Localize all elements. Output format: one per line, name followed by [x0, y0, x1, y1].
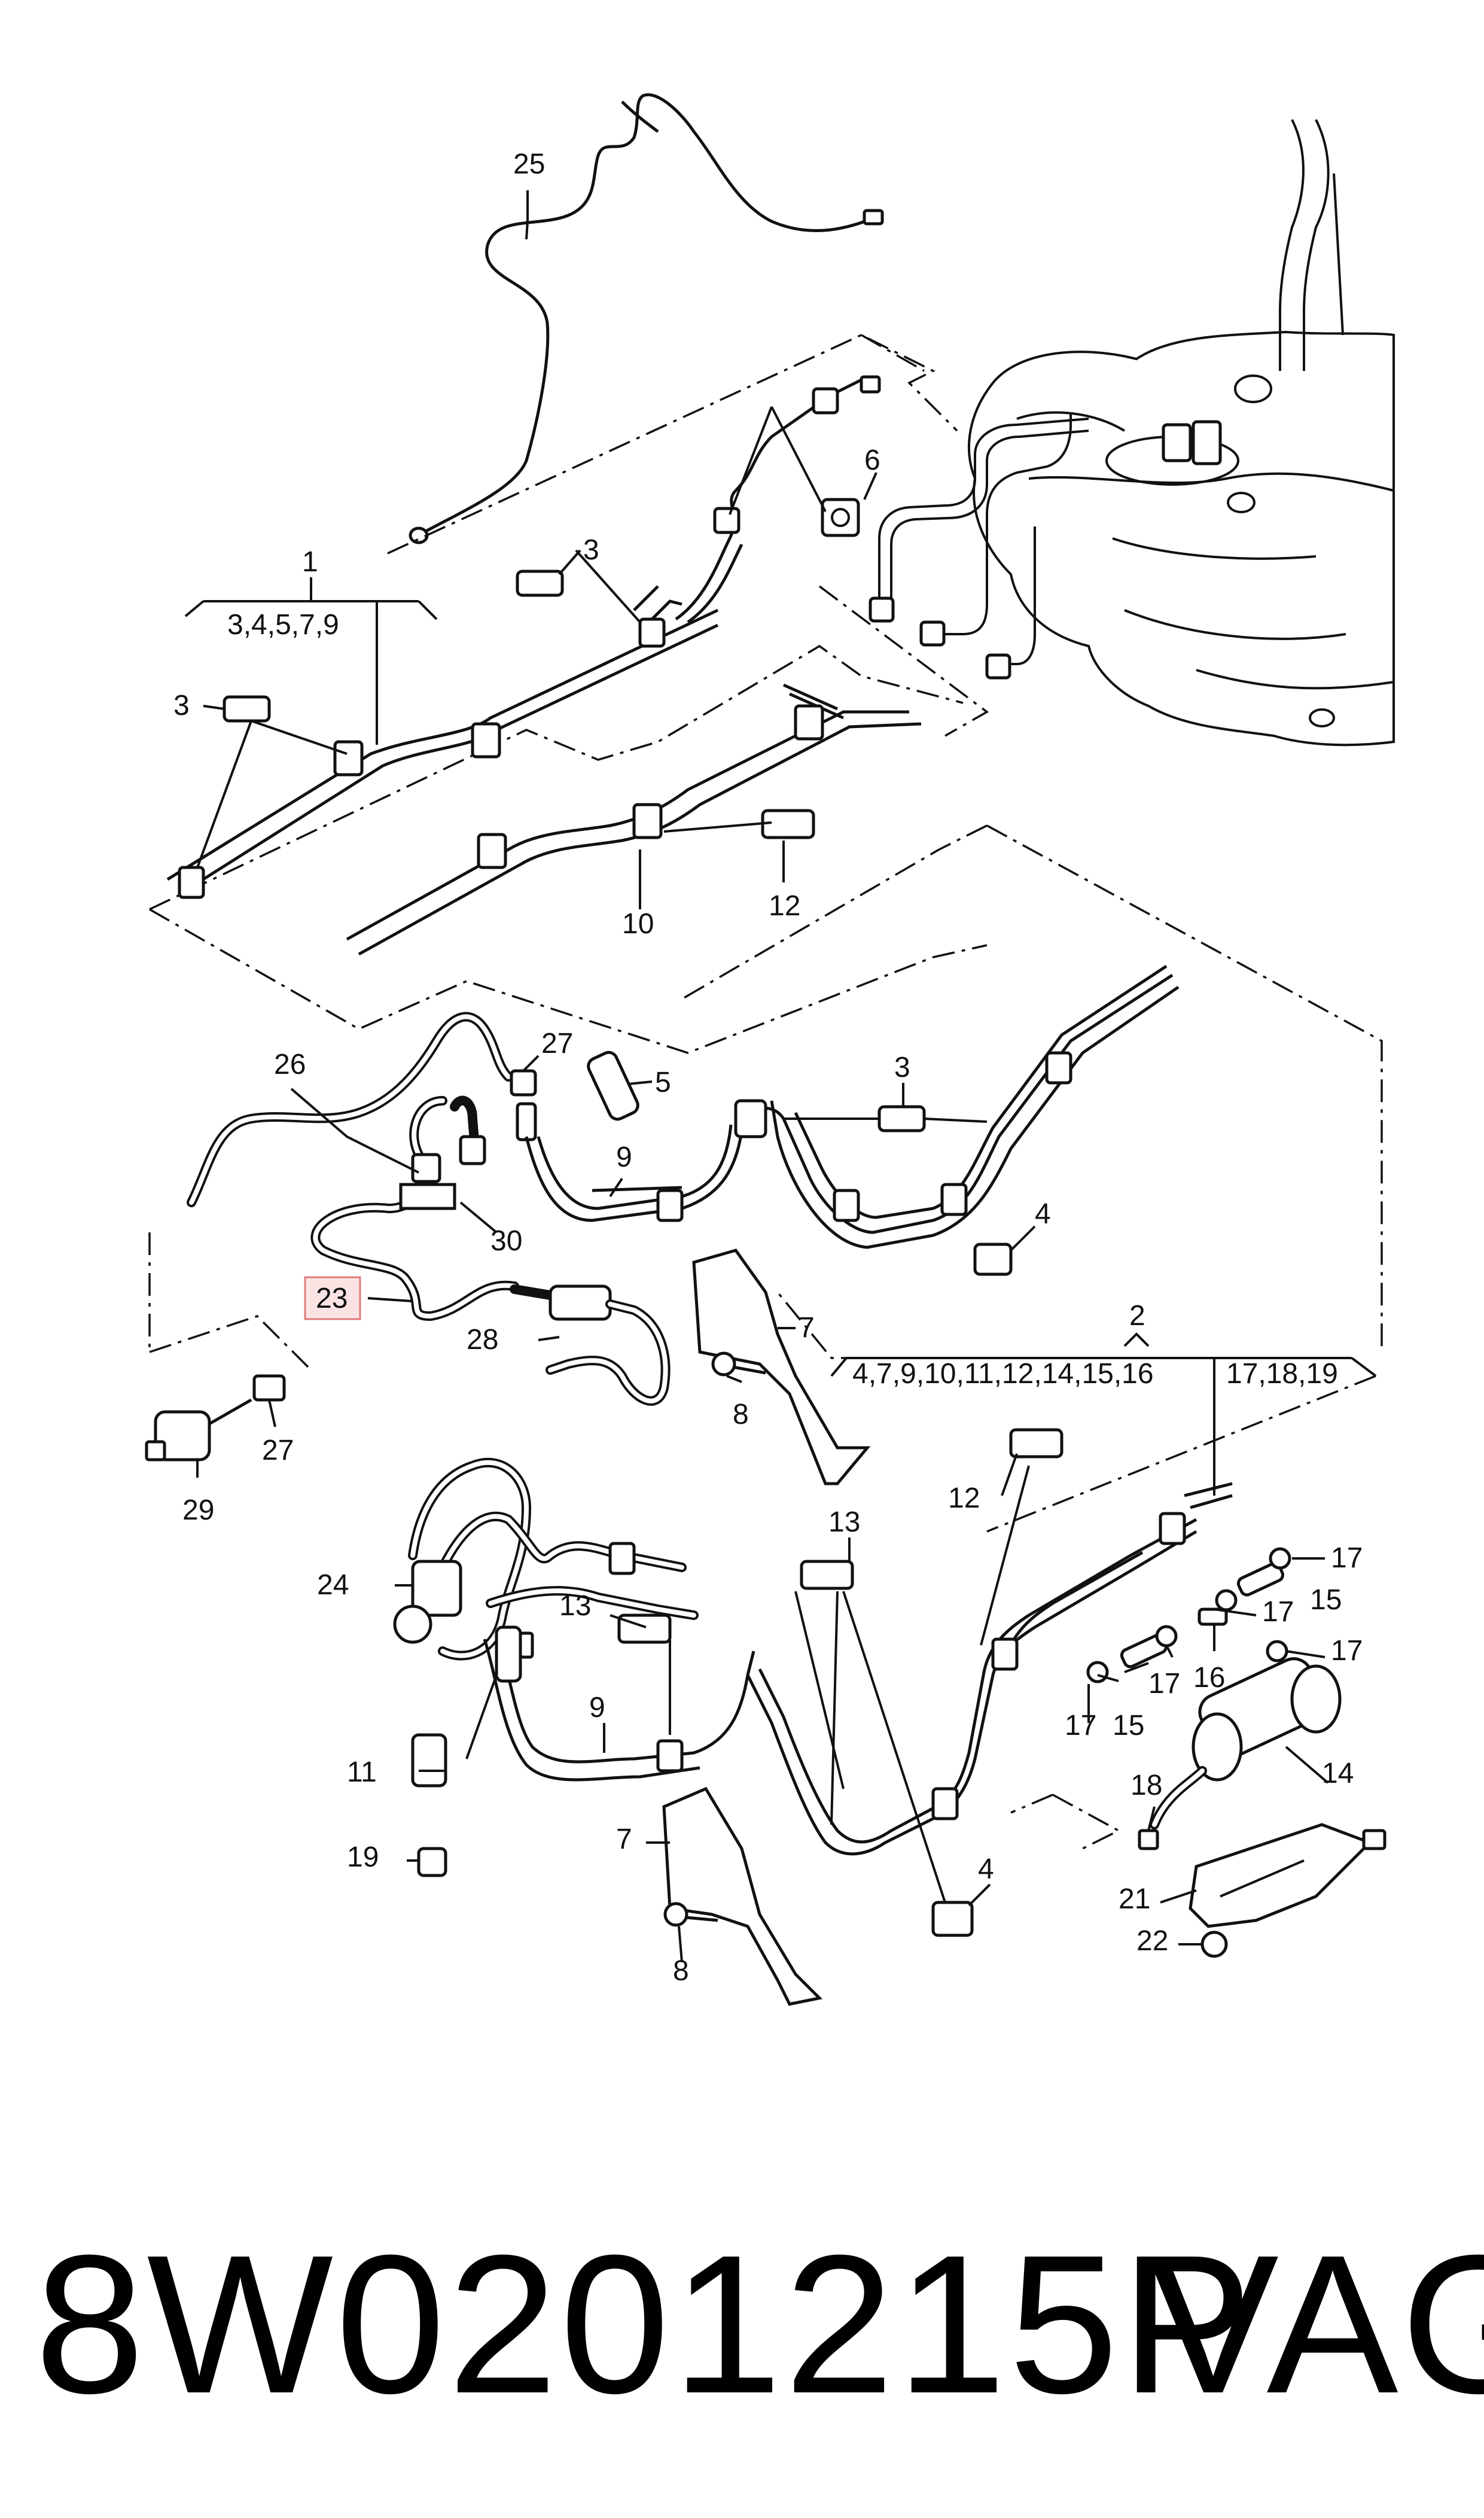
callout-12: 12 [769, 890, 800, 922]
callout-17: 17 [1148, 1668, 1180, 1700]
fuel-line-exploded-diagram: 25 6 3 1 3,4,5,7,9 3 10 12 26 27 5 3 9 4… [145, 93, 1395, 2006]
callout-3: 3 [583, 534, 599, 566]
callout-7: 7 [616, 1823, 632, 1855]
callout-7: 7 [799, 1312, 815, 1344]
fuel-tank-drawing [869, 119, 1395, 747]
group-2-parts-more: 17,18,19 [1226, 1358, 1338, 1390]
callout-18: 18 [1130, 1770, 1162, 1801]
callout-17: 17 [1331, 1542, 1363, 1574]
callout-labels: 25 6 3 1 3,4,5,7,9 3 10 12 26 27 5 3 9 4… [173, 148, 1363, 1987]
callout-11: 11 [347, 1756, 377, 1788]
callout-6: 6 [864, 444, 880, 476]
callout-1: 1 [302, 546, 318, 578]
callout-8: 8 [673, 1955, 689, 1987]
callout-2: 2 [1129, 1300, 1145, 1332]
callout-23: 23 [316, 1283, 348, 1314]
callout-3: 3 [173, 690, 190, 721]
group-1-parts: 3,4,5,7,9 [227, 609, 339, 641]
callout-3: 3 [894, 1052, 910, 1083]
callout-30: 30 [490, 1225, 522, 1257]
callout-13: 13 [559, 1590, 591, 1622]
callout-5: 5 [655, 1067, 671, 1098]
callout-27: 27 [541, 1028, 573, 1059]
leader-lines [184, 190, 1377, 1963]
callout-15: 15 [1310, 1584, 1342, 1616]
callout-23-highlight [304, 1276, 361, 1320]
callout-10: 10 [622, 908, 654, 940]
callout-13: 13 [828, 1506, 860, 1538]
callout-21: 21 [1119, 1883, 1150, 1915]
callout-17: 17 [1262, 1596, 1294, 1628]
callout-14: 14 [1322, 1758, 1354, 1789]
callout-29: 29 [182, 1494, 214, 1526]
callout-17: 17 [1331, 1635, 1363, 1667]
upper-pipe-assembly [149, 93, 989, 1054]
callout-28: 28 [467, 1324, 498, 1356]
callout-24: 24 [317, 1569, 349, 1601]
callout-4: 4 [978, 1853, 994, 1885]
part-number: 8W0201215P [35, 2213, 1255, 2434]
callout-26: 26 [274, 1049, 306, 1080]
callout-12: 12 [948, 1482, 980, 1514]
callout-9: 9 [589, 1692, 605, 1724]
callout-25: 25 [513, 148, 545, 180]
callout-4: 4 [1035, 1198, 1051, 1230]
callout-27: 27 [262, 1435, 294, 1466]
brand-name: VAG [1147, 2213, 1484, 2434]
callout-8: 8 [733, 1399, 749, 1430]
callout-15: 15 [1113, 1710, 1144, 1741]
lower-assembly [393, 1428, 1387, 2006]
callout-9: 9 [616, 1141, 632, 1173]
callout-17: 17 [1065, 1710, 1096, 1741]
middle-assembly [145, 824, 1383, 1533]
group-2-parts: 4,7,9,10,11,12,14,15,16 [852, 1358, 1154, 1390]
callout-22: 22 [1136, 1925, 1168, 1957]
callout-19: 19 [347, 1841, 379, 1873]
callout-16: 16 [1193, 1662, 1225, 1694]
